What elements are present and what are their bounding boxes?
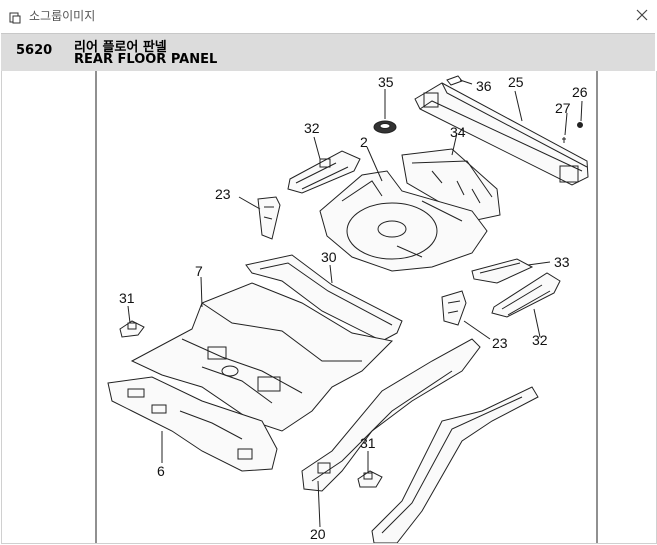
part-bolt [562,137,566,143]
part-clip-left [119,320,145,338]
callout-31-left[interactable]: 31 [119,290,135,306]
group-code: 5620 [16,43,53,58]
part-bracket-upper [287,150,361,194]
part-side-bracket [401,148,501,222]
parts-image-panel: 35 36 25 27 26 32 2 34 23 7 30 33 31 23 … [1,71,657,544]
part-side-bracket-left [257,196,281,240]
part-lower-rail [371,386,539,543]
close-icon [636,9,648,21]
callout-23-left[interactable]: 23 [215,186,231,202]
callout-32-lower[interactable]: 32 [532,332,548,348]
callout-26[interactable]: 26 [572,84,588,100]
callout-25[interactable]: 25 [508,74,524,90]
part-side-member [245,254,403,342]
callout-33[interactable]: 33 [554,254,570,270]
title-bar: 소그룹이미지 [0,0,657,30]
callout-23-right[interactable]: 23 [492,335,508,351]
part-clip-bottom [357,470,383,488]
part-floor-front [107,376,278,472]
callout-31-bottom[interactable]: 31 [360,435,376,451]
part-small-panel [471,258,534,284]
callout-34[interactable]: 34 [450,124,466,140]
callout-7[interactable]: 7 [195,263,203,279]
group-name-korean: 리어 플로어 판넬 [74,40,167,55]
part-rear-floor-main [130,282,394,432]
window-title: 소그룹이미지 [29,9,96,23]
part-spare-tire-floor [319,170,488,272]
part-clip [446,75,463,86]
callout-30[interactable]: 30 [321,249,337,265]
part-side-bracket-right [441,290,467,326]
callout-32-upper[interactable]: 32 [304,120,320,136]
group-name-english: REAR FLOOR PANEL [74,52,218,67]
callout-2[interactable]: 2 [360,134,368,150]
callout-27[interactable]: 27 [555,100,571,116]
window-app-icon [9,9,21,24]
callout-35[interactable]: 35 [378,74,394,90]
group-header: 5620 리어 플로어 판넬 REAR FLOOR PANEL [1,33,655,72]
part-crossmember [414,82,589,186]
callout-36[interactable]: 36 [476,78,492,94]
part-plug [577,122,583,128]
callout-20[interactable]: 20 [310,526,326,542]
callout-6[interactable]: 6 [157,463,165,479]
part-grommet [373,120,397,134]
close-button[interactable] [627,0,657,30]
parts-diagram: 35 36 25 27 26 32 2 34 23 7 30 33 31 23 … [95,71,598,543]
part-bracket-lower [491,272,561,318]
part-side-rail [301,338,481,492]
